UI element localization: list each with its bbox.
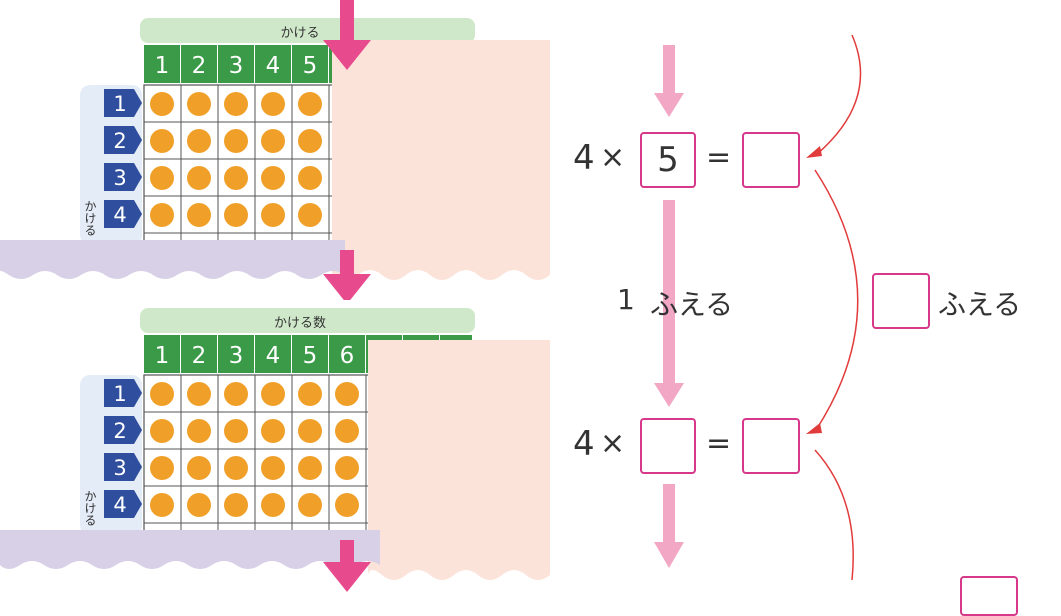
down-arrow-icon	[323, 0, 371, 70]
row-header-3: 3	[113, 166, 126, 190]
col-header-1: 1	[155, 53, 170, 79]
row-header-3: 3	[113, 456, 126, 480]
paper-strip	[0, 240, 345, 279]
down-arrow-icon	[323, 250, 371, 300]
board-graphic: かける数 1 2 3 4 5 6 1 2 3 4 かける	[0, 308, 550, 592]
grid-lines	[144, 375, 371, 535]
increase-answer-box[interactable]	[872, 273, 930, 329]
col-header-3: 3	[229, 343, 244, 369]
partial-answer-box[interactable]	[960, 576, 1018, 616]
row-headers	[104, 89, 142, 228]
side-label: かける	[83, 490, 97, 526]
down-arrow-icon	[654, 45, 684, 117]
row-headers	[104, 379, 142, 518]
col-header-1: 1	[155, 343, 170, 369]
eq2-answer-box[interactable]	[742, 418, 800, 474]
col-header-4: 4	[266, 343, 281, 369]
row-header-4: 4	[113, 203, 126, 227]
dots	[150, 382, 359, 517]
eq2-lhs: 4	[573, 424, 595, 464]
col-header-6: 6	[340, 343, 355, 369]
col-header-3: 3	[229, 53, 244, 79]
eq1-times: ×	[600, 140, 626, 175]
arrow-head-icon	[806, 423, 822, 434]
down-arrow-icon	[654, 200, 684, 407]
eq2-equals: =	[706, 426, 732, 461]
col-header-2: 2	[192, 53, 207, 79]
board-graphic: かける 1 2 3 4 5 1 2 3 4 かける	[0, 0, 550, 300]
side-label: かける	[83, 200, 97, 236]
eq1-lhs: 4	[573, 138, 595, 178]
dots	[150, 92, 322, 227]
increase-amount: 1	[617, 283, 635, 316]
row-header-1: 1	[113, 382, 126, 406]
header-strip	[140, 308, 475, 333]
eq2-multiplier-box[interactable]	[640, 418, 696, 474]
dot-grid	[143, 374, 372, 536]
down-arrow-icon	[323, 540, 371, 592]
header-strip	[140, 18, 475, 43]
row-header-2: 2	[113, 419, 126, 443]
header-label: かける	[280, 26, 319, 41]
row-header-4: 4	[113, 493, 126, 517]
curve-arrow-line	[815, 34, 862, 156]
down-arrow-icon	[654, 484, 684, 568]
cover-sheet	[368, 340, 550, 580]
eq2-times: ×	[600, 426, 626, 461]
col-header-2: 2	[192, 343, 207, 369]
eq1-equals: =	[706, 140, 732, 175]
multiplication-board-bottom: かける数 1 2 3 4 5 6 1 2 3 4 かける	[0, 300, 560, 593]
col-header-5: 5	[303, 343, 318, 369]
col-header-4: 4	[266, 53, 281, 79]
arrow-head-icon	[806, 146, 822, 158]
increase-label-right: ふえる	[938, 288, 1022, 321]
multiplication-board-top: かける 1 2 3 4 5 1 2 3 4 かける	[0, 0, 560, 300]
eq1-answer-box[interactable]	[742, 132, 800, 188]
cover-sheet	[332, 40, 550, 280]
equation-arrows	[654, 34, 862, 581]
row-header-1: 1	[113, 92, 126, 116]
increase-label: ふえる	[650, 288, 734, 321]
eq1-multiplier-box[interactable]: 5	[640, 132, 696, 188]
curve-arrow-line	[814, 449, 854, 581]
header-label: かける数	[274, 316, 326, 331]
row-header-2: 2	[113, 129, 126, 153]
paper-strip	[0, 530, 380, 569]
curve-arrow-line	[814, 169, 859, 431]
grid-lines	[144, 85, 334, 245]
col-header-5: 5	[303, 53, 318, 79]
